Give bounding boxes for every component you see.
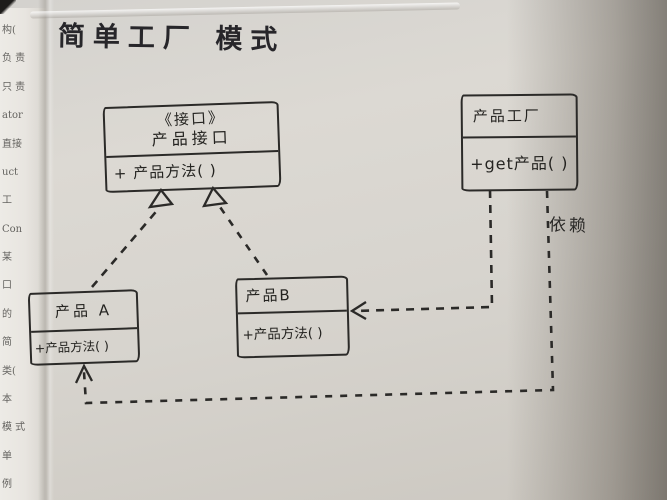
class-box-product-factory: 产品工厂 +get产品( ) (460, 93, 579, 192)
diagram-title: 简单工厂 模式 (57, 21, 286, 56)
printed-text-fragment: 构( (2, 25, 16, 36)
printed-text-fragment: 的 (2, 308, 12, 320)
class-header: 《接口》 产品接口 (104, 103, 279, 158)
printed-text-fragment: 直接 (2, 138, 22, 150)
class-name: 产品B (237, 277, 347, 315)
printed-text-fragment: 模 式 (2, 422, 26, 434)
printed-text-fragment: 口 (2, 280, 12, 292)
printed-text-fragment: 工 (2, 195, 12, 207)
class-box-product-b: 产品B +产品方法( ) (234, 275, 351, 359)
printed-text-fragment: uct (2, 166, 19, 178)
stereotype-label: 《接口》 (156, 108, 226, 130)
method-label: + 产品方法( ) (113, 161, 217, 183)
printed-text-fragment: 单 (2, 450, 12, 462)
method-label: +产品方法( ) (242, 324, 323, 343)
class-name: 产品接口 (151, 127, 233, 150)
page-fold-shadow (38, 0, 54, 500)
method-label: +get产品( ) (470, 153, 569, 173)
class-name: 产品工厂 (462, 95, 576, 139)
printed-text-fragment: 简 (2, 337, 12, 349)
printed-text-column: 构( 负 责只 责 ator 直接 uct 工 Con 某口的简类( 本模 式单例 (2, 26, 42, 490)
printed-text-fragment: 例 (2, 479, 12, 490)
printed-text-fragment: 某 (2, 252, 12, 263)
printed-text-fragment: 负 责 (2, 53, 26, 65)
method-label: +产品方法( ) (34, 337, 110, 356)
printed-text-fragment: ator (2, 110, 23, 122)
printed-text-fragment: 只 责 (2, 81, 26, 93)
printed-text-fragment: Con (2, 223, 23, 235)
dependency-label: 依赖 (548, 215, 590, 237)
realization-arrow-product-a (91, 188, 175, 288)
class-box-product-interface: 《接口》 产品接口 + 产品方法( ) (102, 100, 282, 194)
dependency-arrow-product-b (349, 189, 494, 320)
underlying-page-edge: 构( 负 责只 责 ator 直接 uct 工 Con 某口的简类( 本模 式单例 (0, 8, 46, 500)
class-box-product-a: 产品 A +产品方法( ) (27, 289, 141, 366)
realization-arrow-product-b (201, 185, 269, 276)
class-name: 产品 A (29, 291, 138, 333)
printed-text-fragment: 本 (2, 393, 12, 405)
photo-corner-shadow (0, 0, 16, 14)
printed-text-fragment: 类( (2, 365, 16, 377)
